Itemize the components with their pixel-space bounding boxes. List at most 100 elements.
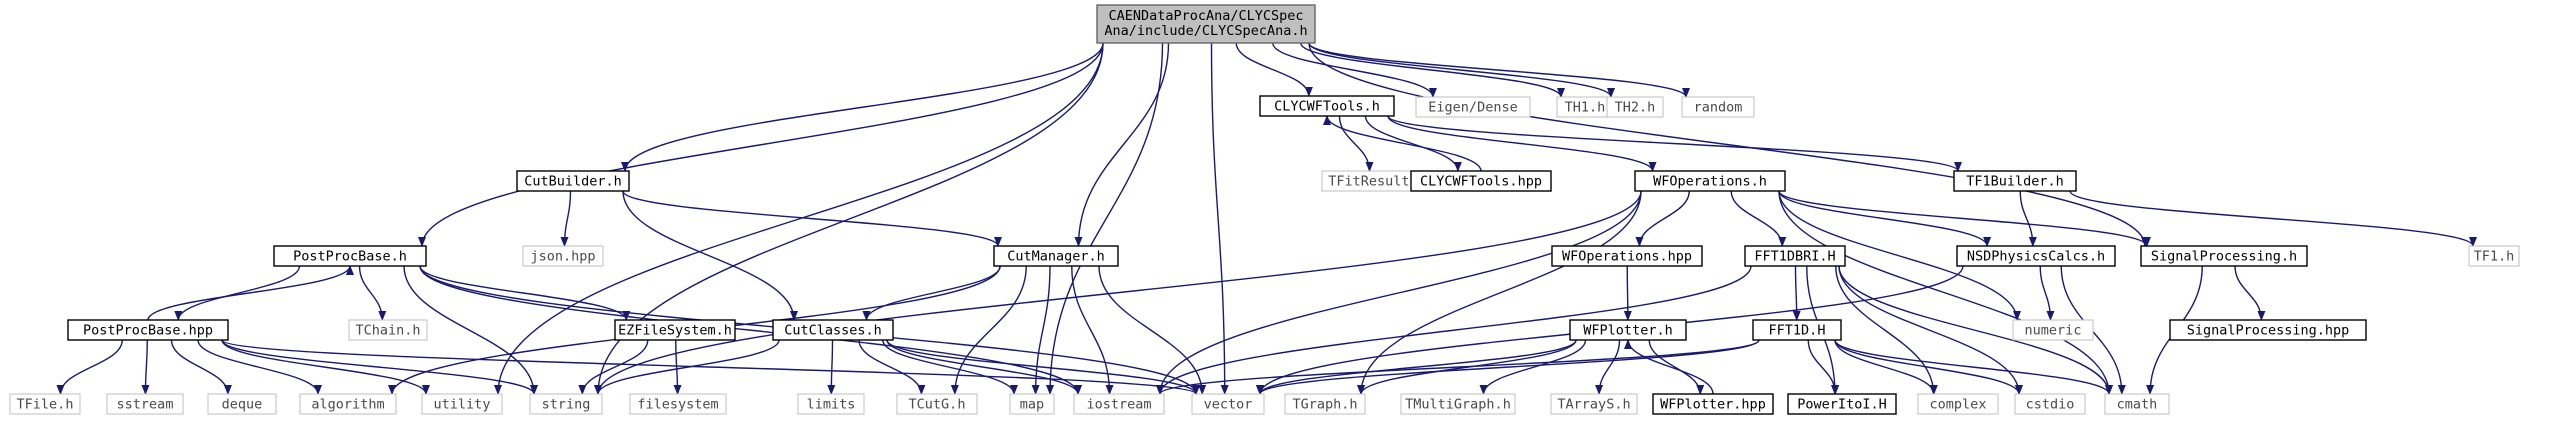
node-wfoperations-h[interactable]: WFOperations.h <box>1634 170 1786 192</box>
node-tchain: TChain.h <box>348 319 428 341</box>
edge-clycwftools-h-to-tf1builder <box>1387 115 1962 172</box>
node-box <box>1652 393 1774 415</box>
node-cutmanager[interactable]: CutManager.h <box>993 245 1119 267</box>
node-signalproc-h[interactable]: SignalProcessing.h <box>2140 245 2308 267</box>
node-nsdphysics[interactable]: NSDPhysicsCalcs.h <box>1956 245 2116 267</box>
node-box <box>2014 393 2086 415</box>
node-label: deque <box>222 397 263 413</box>
node-box <box>1073 393 1165 415</box>
node-vector: vector <box>1191 393 1265 415</box>
node-fft1dbri[interactable]: FFT1DBRI.H <box>1744 245 1846 267</box>
edge-root-to-cutbuilder <box>621 42 1104 172</box>
node-label: CLYCWFTools.h <box>1274 99 1380 115</box>
edge-wfoperations-h-to-wfoperations-hpp <box>1635 190 1690 247</box>
edge-root-to-vector <box>1210 42 1229 395</box>
edge-cutclasses-to-map <box>882 339 1018 395</box>
edge-signalproc-h-to-signalproc-hpp <box>2234 265 2266 321</box>
node-label: TH1.h <box>1565 100 1606 116</box>
node-root[interactable]: CAENDataProcAna/CLYCSpecAna/include/CLYC… <box>1096 4 1316 44</box>
node-label: TFile.h <box>17 397 74 413</box>
node-box <box>299 393 397 415</box>
node-label: complex <box>1930 397 1987 413</box>
node-clycwftools-h[interactable]: CLYCWFTools.h <box>1259 95 1395 117</box>
edge-postprocbase-hpp-to-vector <box>221 339 1200 395</box>
node-label: FFT1D.H <box>1769 323 1826 339</box>
node-box <box>1956 245 2116 267</box>
node-box <box>516 170 630 192</box>
edge-fft1d-to-complex <box>1834 339 1938 395</box>
node-tfitresult: TFitResult.h <box>1321 170 1433 192</box>
node-postprocbase-h[interactable]: PostProcBase.h <box>273 245 427 267</box>
node-wfplotter-h[interactable]: WFPlotter.h <box>1569 319 1687 341</box>
edge-clycwftools-h-to-wfoperations-h <box>1387 115 1657 172</box>
node-label: TCutG.h <box>909 397 966 413</box>
node-label: TF1Builder.h <box>1966 174 2064 190</box>
node-label: CutBuilder.h <box>524 174 622 190</box>
node-poweritoi[interactable]: PowerItoI.H <box>1787 393 1897 415</box>
edge-root-to-signalproc-h <box>1308 42 2149 247</box>
edge-root-to-th1 <box>1300 42 1565 98</box>
edge-fft1dbri-to-cmath <box>1838 265 2113 395</box>
root-label-line: CAENDataProcAna/CLYCSpec <box>1108 8 1303 24</box>
edge-wfoperations-h-to-numeric <box>1778 190 2021 321</box>
node-clycwftools-hpp[interactable]: CLYCWFTools.hpp <box>1410 170 1552 192</box>
node-label: CLYCWFTools.hpp <box>1420 174 1542 190</box>
node-algorithm: algorithm <box>299 393 397 415</box>
node-box <box>772 319 894 341</box>
node-box <box>273 245 427 267</box>
node-label: cmath <box>2117 397 2158 413</box>
node-tf1builder[interactable]: TF1Builder.h <box>1953 170 2077 192</box>
node-cutbuilder[interactable]: CutBuilder.h <box>516 170 630 192</box>
edge-fft1d-to-poweritoi <box>1807 339 1840 395</box>
edge-postprocbase-h-to-iostream <box>419 265 1082 395</box>
nodes-layer: CAENDataProcAna/CLYCSpecAna/include/CLYC… <box>9 4 2520 415</box>
node-box <box>1191 393 1265 415</box>
edge-postprocbase-hpp-to-utility <box>221 339 430 395</box>
edge-wfoperations-h-to-iostream <box>1156 190 1642 395</box>
node-random: random <box>1681 96 1755 118</box>
node-box <box>1259 95 1395 117</box>
node-fft1d[interactable]: FFT1D.H <box>1752 319 1842 341</box>
node-complex: complex <box>1917 393 1999 415</box>
edge-root-to-random <box>1308 42 1690 98</box>
edge-cutclasses-to-iostream <box>886 339 1082 395</box>
node-box <box>1096 4 1316 44</box>
node-label: cstdio <box>2026 397 2075 413</box>
edge-postprocbase-h-to-string <box>403 265 538 395</box>
edge-fft1d-to-cstdio <box>1834 339 2023 395</box>
node-tcutg: TCutG.h <box>896 393 978 415</box>
edge-cutclasses-to-tcutg <box>858 339 926 395</box>
edge-wfoperations-h-to-string <box>594 190 1642 395</box>
edge-root-to-cutmanager <box>1074 42 1170 247</box>
edge-postprocbase-hpp-to-postprocbase-h <box>147 265 354 321</box>
edge-ezfilesystem-to-filesystem <box>673 339 682 395</box>
node-th1: TH1.h <box>1556 96 1614 118</box>
node-label: TFitResult.h <box>1328 174 1426 190</box>
edge-fft1dbri-to-cstdio <box>1838 265 2023 395</box>
node-box <box>1681 96 1755 118</box>
node-cutclasses[interactable]: CutClasses.h <box>772 319 894 341</box>
edge-cutbuilder-to-json <box>560 190 572 247</box>
edge-root-to-eigen <box>1272 42 1437 98</box>
node-postprocbase-hpp[interactable]: PostProcBase.hpp <box>67 319 229 341</box>
node-cstdio: cstdio <box>2014 393 2086 415</box>
node-box <box>1953 170 2077 192</box>
node-box <box>1400 393 1516 415</box>
node-wfoperations-hpp[interactable]: WFOperations.hpp <box>1551 245 1703 267</box>
node-deque: deque <box>207 393 277 415</box>
node-wfplotter-hpp[interactable]: WFPlotter.hpp <box>1652 393 1774 415</box>
node-box <box>1284 393 1366 415</box>
node-label: EZFileSystem.h <box>618 323 732 339</box>
node-ezfilesystem[interactable]: EZFileSystem.h <box>614 319 736 341</box>
node-signalproc-hpp[interactable]: SignalProcessing.hpp <box>2169 319 2367 341</box>
node-label: CutClasses.h <box>784 323 882 339</box>
node-cmath: cmath <box>2104 393 2170 415</box>
node-label: sstream <box>117 397 174 413</box>
node-tfile: TFile.h <box>9 393 81 415</box>
node-numeric: numeric <box>2012 319 2094 341</box>
edge-postprocbase-hpp-to-deque <box>170 339 232 395</box>
node-box <box>2140 245 2308 267</box>
node-filesystem: filesystem <box>629 393 727 415</box>
node-label: NSDPhysicsCalcs.h <box>1967 249 2105 265</box>
